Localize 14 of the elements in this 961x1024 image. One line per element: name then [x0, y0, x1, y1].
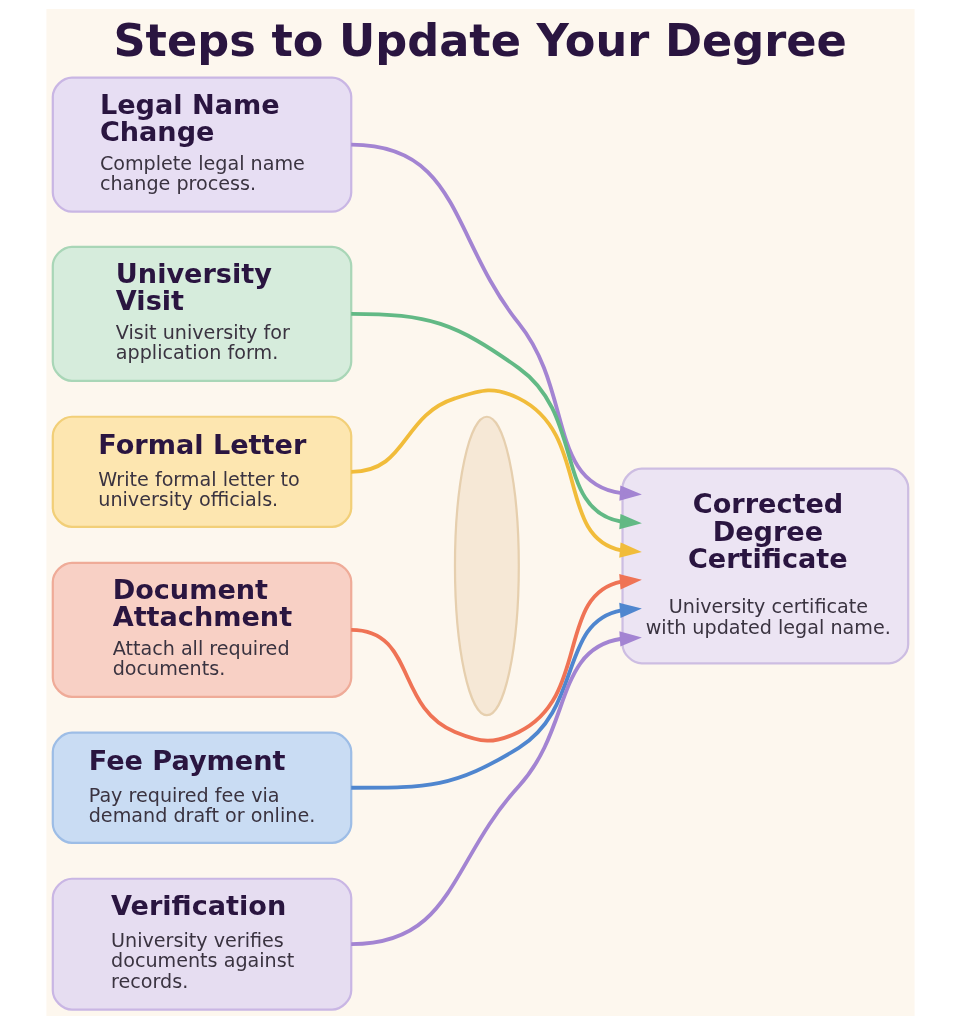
node-box: Verification University verifies documents against records. [51, 877, 353, 1011]
arrow [351, 311, 642, 529]
node-box: University Visit Visit university for application form. [51, 245, 353, 382]
arrow [351, 630, 642, 946]
node-box: Fee Payment Pay required fee via demand draft or online. [51, 731, 353, 844]
arrow [351, 573, 642, 742]
arrow [351, 388, 642, 558]
arrow [351, 142, 642, 501]
diagram-title: Steps to Update Your Degree [113, 14, 847, 67]
node-ellipse [453, 415, 520, 716]
arrow [351, 602, 642, 790]
node-box: Legal Name Change Complete legal name change process. [51, 76, 353, 213]
node-box: Formal Letter Write formal letter to university officials. [51, 415, 353, 528]
node-box: Document Attachment Attach all required documents. [51, 561, 353, 698]
